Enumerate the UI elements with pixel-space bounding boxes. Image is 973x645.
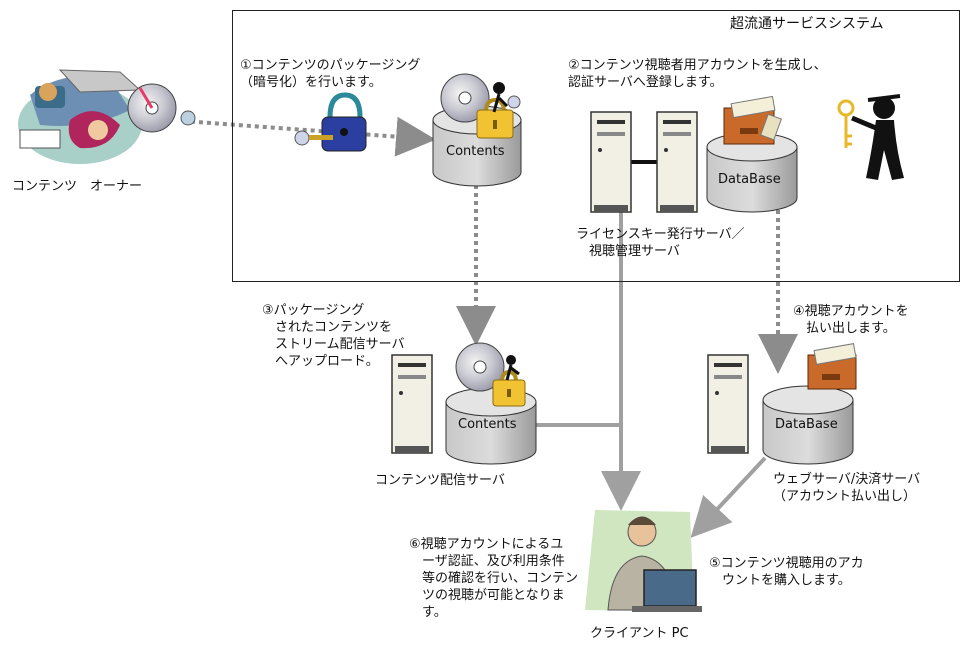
cd-lock-icon-mid (455, 342, 526, 407)
web-server (707, 354, 749, 454)
database-mid (762, 385, 854, 465)
arrow-web-to-client (690, 456, 767, 538)
license-server-caption: ライセンスキー発行サーバ／ 視聴管理サーバ (576, 227, 745, 259)
connectors (182, 116, 798, 538)
service-system-boundary (232, 10, 960, 282)
client-pc-illustration (585, 510, 702, 612)
web-server-caption: ウェブサーバ/決済サーバ （アカウント払い出し） (773, 472, 921, 504)
license-server-a (590, 111, 632, 213)
system-title: 超流通サービスシステム (730, 16, 884, 32)
database-top-label: DataBase (718, 172, 781, 187)
cd-icon (127, 83, 177, 133)
lock-key-icon (294, 92, 367, 152)
cd-lock-icon-top (440, 73, 521, 139)
license-server-b (656, 111, 698, 213)
step-1-label: ①コンテンツのパッケージング （暗号化）を行います。 (240, 58, 421, 90)
step-4-label: ④視聴アカウントを 払い出します。 (793, 304, 909, 336)
step-2-label: ②コンテンツ視聴者用アカウントを生成し、 認証サーバへ登録します。 (568, 58, 827, 90)
owner-illustration (18, 69, 196, 164)
key-person-icon (837, 94, 904, 180)
arrow-owner-to-contents (182, 116, 436, 157)
distribution-server-caption: コンテンツ配信サーバ (375, 473, 505, 488)
step-3-label: ③パッケージング されたコンテンツを ストリーム配信サーバ へアップロード。 (262, 303, 405, 369)
database-mid-label: DataBase (775, 417, 838, 432)
distribution-server (391, 354, 433, 454)
card-file-icon-mid (807, 343, 857, 390)
card-file-icon-top (723, 95, 782, 145)
contents-db-mid-label: Contents (458, 417, 517, 432)
step-5-label: ⑤コンテンツ視聴用のアカ ウントを購入します。 (709, 556, 864, 588)
contents-db-top-label: Contents (446, 144, 505, 159)
step-6-label: ⑥視聴アカウントによるユ ーザ認証、及び利用条件 等の確認を行い、コンテン ツの… (409, 537, 579, 620)
owner-label: コンテンツ オーナー (12, 179, 143, 194)
client-pc-caption: クライアント PC (590, 626, 689, 641)
